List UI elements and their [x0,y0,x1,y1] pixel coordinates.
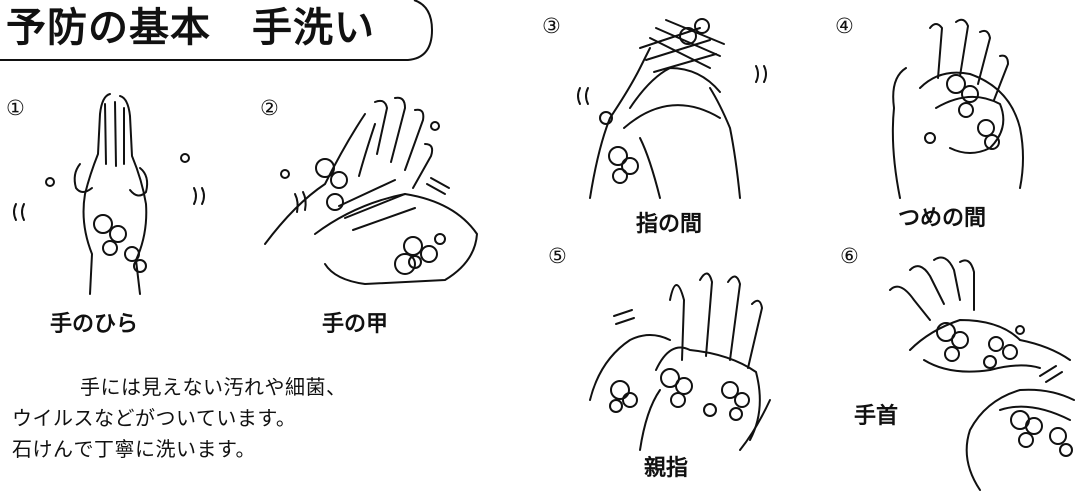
step-3-caption: 指の間 [636,212,703,237]
title-banner: 予防の基本 手洗い [0,0,440,62]
step-5-caption: 親指 [644,456,689,481]
palms-illustration [13,93,205,295]
step-6-caption: 手首 [854,404,899,429]
step-4-caption: つめの間 [898,206,987,231]
step-5-number: ⑤ [548,244,567,268]
description-line-1: 手には見えない汚れや細菌、 [80,375,347,399]
description-line-2: ウイルスなどがついています。 [12,406,297,430]
step-6-number: ⑥ [840,244,859,268]
step-1-caption: 手のひら [50,312,139,337]
description-line-3: 石けんで丁寧に洗います。 [12,437,256,461]
thumb-illustration [589,272,771,451]
step-1-number: ① [6,96,25,120]
wrist-illustration [889,256,1075,491]
title-frame [0,0,434,61]
between-nails-illustration [891,18,1024,199]
back-of-hand-illustration [264,96,478,285]
step-4-number: ④ [835,14,854,38]
page-title: 予防の基本 手洗い [6,5,375,51]
step-2-caption: 手の甲 [322,312,389,337]
step-3-number: ③ [542,14,561,38]
step-2-number: ② [260,96,279,120]
between-fingers-illustration [577,18,767,199]
